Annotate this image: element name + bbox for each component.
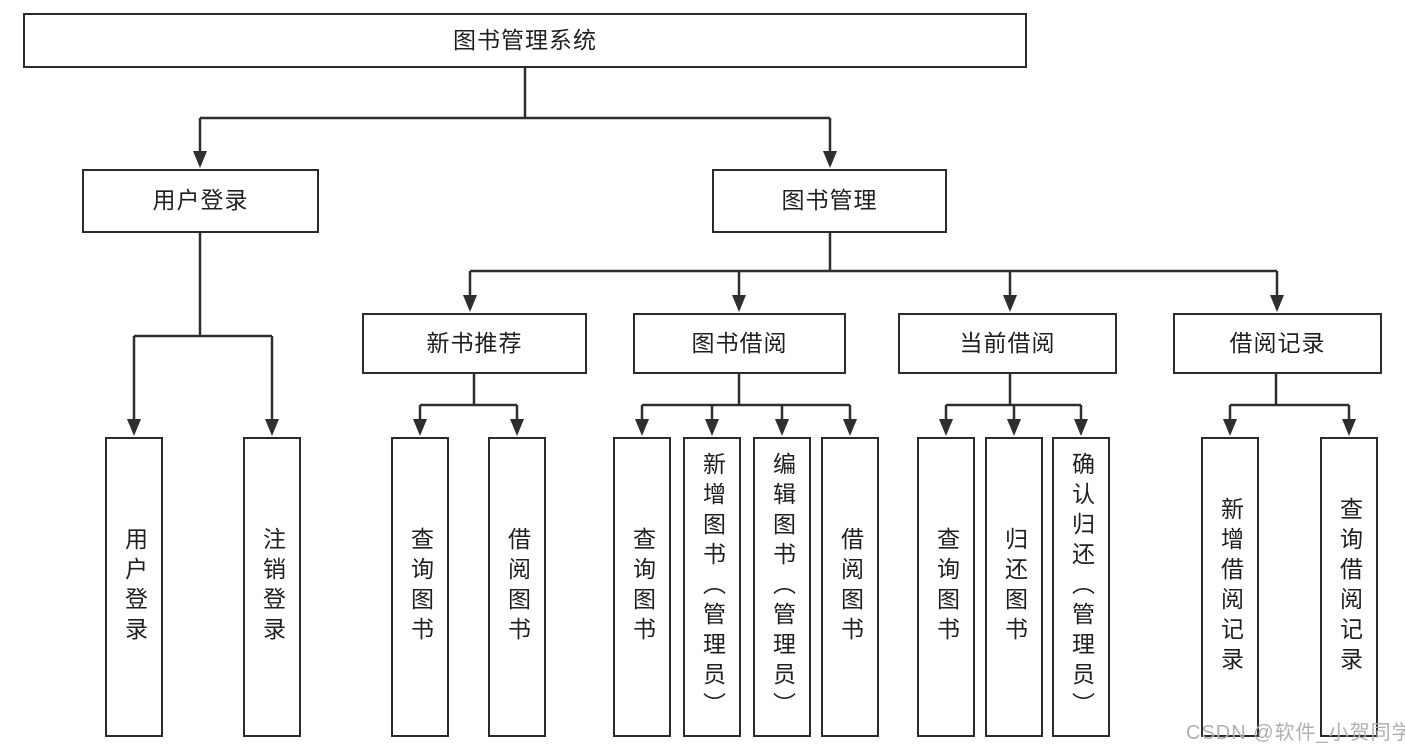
node-label: 归还图书 bbox=[1001, 527, 1028, 647]
node-label: 编辑图书（管理员） bbox=[769, 452, 796, 722]
node-label: 借阅图书 bbox=[837, 527, 864, 647]
node-label: 注销登录 bbox=[259, 527, 286, 647]
node-current-borrow: 当前借阅 bbox=[898, 313, 1117, 374]
node-leaf-add-borrow-record: 新增借阅记录 bbox=[1201, 437, 1259, 737]
node-leaf-query-books-2: 查询图书 bbox=[613, 437, 671, 737]
node-label: 新增图书（管理员） bbox=[699, 452, 726, 722]
node-label: 查询图书 bbox=[407, 527, 434, 647]
node-leaf-edit-books-admin: 编辑图书（管理员） bbox=[753, 437, 811, 737]
node-leaf-logout: 注销登录 bbox=[243, 437, 301, 737]
node-borrow-records: 借阅记录 bbox=[1173, 313, 1382, 374]
node-book-management: 图书管理 bbox=[712, 169, 947, 233]
node-label: 用户登录 bbox=[121, 527, 148, 647]
node-new-book-recommend: 新书推荐 bbox=[362, 313, 587, 374]
node-leaf-borrow-books-1: 借阅图书 bbox=[488, 437, 546, 737]
node-leaf-query-borrow-record: 查询借阅记录 bbox=[1320, 437, 1378, 737]
node-label: 查询图书 bbox=[933, 527, 960, 647]
node-label: 确认归还（管理员） bbox=[1068, 452, 1095, 722]
node-leaf-confirm-return-admin: 确认归还（管理员） bbox=[1052, 437, 1110, 737]
csdn-watermark: CSDN @软件_小贺同学 bbox=[1186, 722, 1405, 744]
node-leaf-return-books: 归还图书 bbox=[985, 437, 1043, 737]
node-label: 查询图书 bbox=[629, 527, 656, 647]
node-label: 查询借阅记录 bbox=[1336, 497, 1363, 677]
node-leaf-user-login: 用户登录 bbox=[105, 437, 163, 737]
node-leaf-query-books-1: 查询图书 bbox=[391, 437, 449, 737]
node-user-login: 用户登录 bbox=[82, 169, 319, 233]
node-leaf-borrow-books-2: 借阅图书 bbox=[821, 437, 879, 737]
node-leaf-add-books-admin: 新增图书（管理员） bbox=[683, 437, 741, 737]
node-book-borrow: 图书借阅 bbox=[633, 313, 846, 374]
node-root: 图书管理系统 bbox=[23, 13, 1027, 68]
node-label: 新增借阅记录 bbox=[1217, 497, 1244, 677]
node-label: 借阅图书 bbox=[504, 527, 531, 647]
node-leaf-query-books-3: 查询图书 bbox=[917, 437, 975, 737]
